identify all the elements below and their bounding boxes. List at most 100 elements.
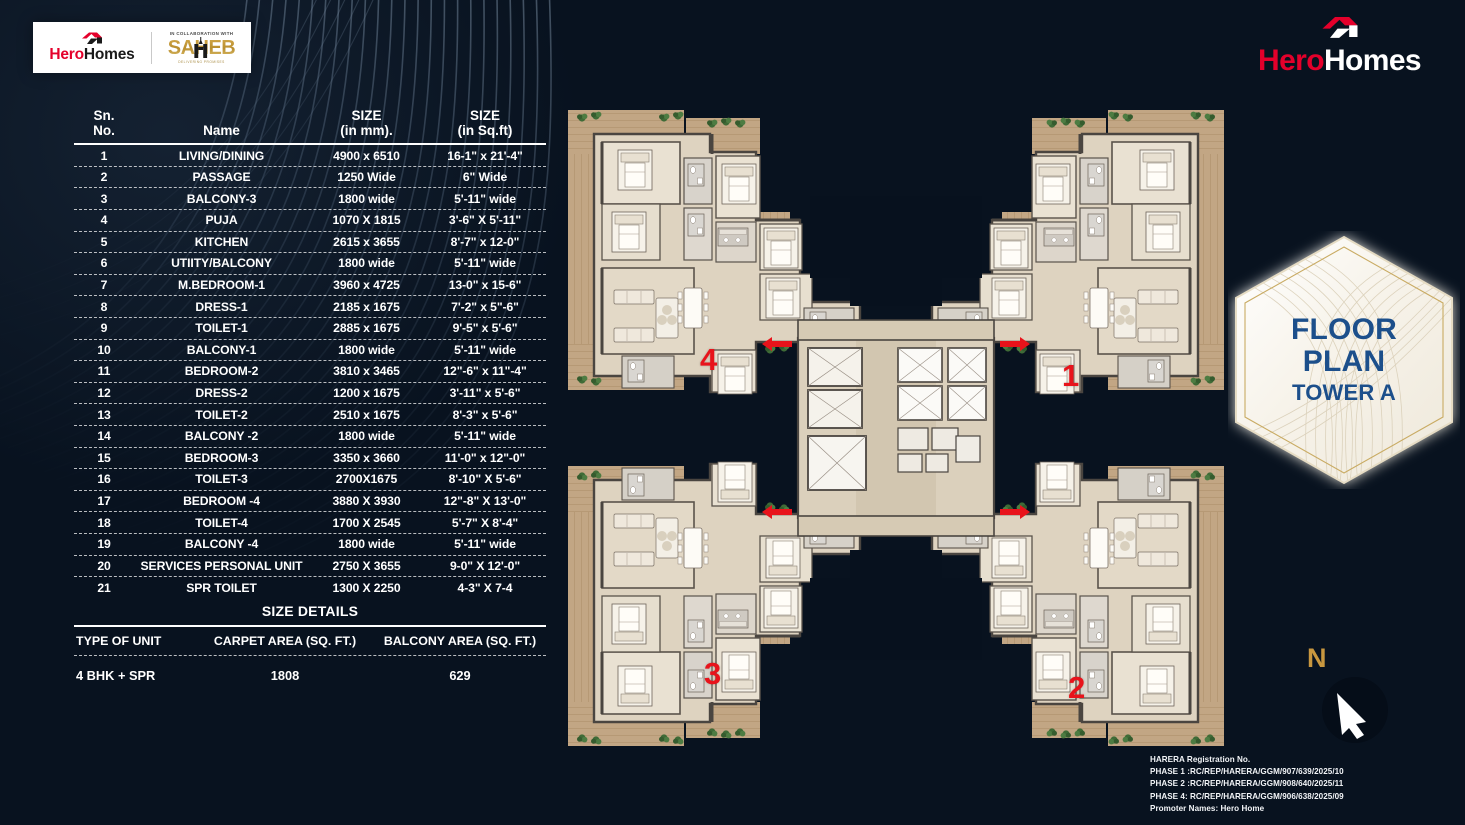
homes-word-large: Homes <box>1323 44 1422 77</box>
row-cell-size-sqft: 5'-11" wide <box>454 191 516 206</box>
row-cell-size-sqft: 5'-7" X 8'-4" <box>451 515 519 530</box>
row-cell-sn: 9 <box>100 321 108 336</box>
column-header-size-sqft: SIZE (in Sq.ft) <box>457 108 513 139</box>
saheb-building-icon <box>194 37 208 58</box>
row-cell-size-sqft: 5'-11" wide <box>454 342 516 357</box>
unit-label-3: 3 <box>704 656 722 691</box>
table-row: 17 BEDROOM -4 3880 X 3930 12"-8" X 13'-0" <box>74 491 546 513</box>
row-cell-size-sqft: 5'-11" wide <box>454 537 516 552</box>
unit-label-1: 1 <box>1062 358 1080 393</box>
row-cell-size-sqft: 12"-6" x 11"-4" <box>443 364 527 379</box>
size-details-divider <box>74 655 546 656</box>
row-cell-name: PUJA <box>205 213 238 228</box>
row-cell-sn: 14 <box>97 429 111 444</box>
hero-word-large: Hero <box>1258 44 1325 77</box>
row-cell-size-mm: 1300 X 2250 <box>332 580 401 595</box>
row-cell-name: DRESS-1 <box>195 299 248 314</box>
floor-plan-tower-badge: FLOOR PLAN TOWER A <box>1228 231 1460 489</box>
row-cell-size-mm: 2750 X 3655 <box>332 558 401 573</box>
row-cell-size-sqft: 5'-11" wide <box>454 429 516 444</box>
row-cell-size-mm: 3960 x 4725 <box>333 278 400 293</box>
unit-label-2: 2 <box>1068 670 1086 705</box>
row-cell-size-mm: 1250 Wide <box>337 170 396 185</box>
row-cell-size-mm: 1800 wide <box>338 256 395 271</box>
row-cell-sn: 3 <box>100 191 108 206</box>
row-cell-sn: 1 <box>100 148 108 163</box>
row-cell-name: BALCONY-1 <box>186 342 257 357</box>
harera-phase-1: PHASE 1 :RC/REP/HARERA/GGM/907/639/2025/… <box>1150 767 1344 777</box>
size-details-table: SIZE DETAILS TYPE OF UNIT CARPET AREA (S… <box>74 603 546 683</box>
row-cell-size-mm: 4900 x 6510 <box>333 148 400 163</box>
row-cell-name: BEDROOM -4 <box>183 494 260 509</box>
row-cell-sn: 13 <box>97 407 111 422</box>
badge-line-plan: PLAN <box>1302 345 1386 379</box>
row-cell-size-mm: 1700 X 2545 <box>332 515 401 530</box>
hero-homes-wordmark-large: HeroHomes <box>1242 44 1437 78</box>
table-header-rule <box>74 143 546 146</box>
table-row: 3 BALCONY-3 1800 wide 5'-11" wide <box>74 188 546 210</box>
row-cell-size-sqft: 8'-7" x 12-0" <box>450 234 520 249</box>
size-details-data-row: 4 BHK + SPR 1808 629 <box>74 656 546 683</box>
row-cell-name: M.BEDROOM-1 <box>178 278 265 293</box>
row-cell-size-mm: 2615 x 3655 <box>333 234 400 249</box>
hero-homes-brand-topright: HeroHomes <box>1242 14 1437 78</box>
hero-homes-saheb-logo-lockup: HeroHomes IN COLLABORATION WITH SAHEB DE… <box>33 22 251 73</box>
row-cell-size-mm: 1800 wide <box>338 191 395 206</box>
hex-badge-text: FLOOR PLAN TOWER A <box>1228 231 1460 489</box>
row-cell-sn: 7 <box>100 278 108 293</box>
row-cell-sn: 15 <box>97 450 111 465</box>
row-cell-size-sqft: 16-1" x 21'-4" <box>447 148 523 163</box>
homes-word: Homes <box>83 46 135 63</box>
row-cell-sn: 2 <box>100 170 108 185</box>
sd-value-carpet: 1808 <box>270 668 300 683</box>
sd-value-type: 4 BHK + SPR <box>76 668 156 683</box>
unit-label-4: 4 <box>700 342 718 377</box>
saheb-logo: IN COLLABORATION WITH SAHEB DELIVERING P… <box>152 31 251 64</box>
row-cell-sn: 12 <box>97 386 111 401</box>
row-cell-name: PASSAGE <box>192 170 251 185</box>
floor-plan-drawing[interactable]: 4 1 3 2 <box>560 92 1232 764</box>
row-cell-sn: 21 <box>97 580 111 595</box>
row-cell-name: BEDROOM-3 <box>184 450 259 465</box>
row-cell-size-mm: 1800 wide <box>338 342 395 357</box>
row-cell-size-sqft: 4-3" X 7-4 <box>457 580 513 595</box>
row-cell-size-mm: 2885 x 1675 <box>333 321 400 336</box>
row-cell-sn: 11 <box>97 364 111 379</box>
row-cell-sn: 17 <box>97 494 111 509</box>
hero-homes-wordmark: HeroHomes <box>49 46 134 64</box>
table-row: 7 M.BEDROOM-1 3960 x 4725 13-0" x 15-6" <box>74 275 546 297</box>
row-cell-sn: 16 <box>97 472 111 487</box>
harera-registration-block: HARERA Registration No. PHASE 1 :RC/REP/… <box>1150 754 1462 815</box>
row-cell-size-mm: 2510 x 1675 <box>333 407 400 422</box>
row-cell-size-sqft: 13-0" x 15-6" <box>448 278 522 293</box>
row-cell-sn: 10 <box>97 342 111 357</box>
saheb-tagline: DELIVERING PROMISES <box>178 60 225 64</box>
row-cell-name: UTIITY/BALCONY <box>171 256 272 271</box>
sd-value-balcony: 629 <box>449 668 471 683</box>
row-cell-name: BALCONY -4 <box>184 537 259 552</box>
row-cell-name: TOILET-2 <box>195 407 248 422</box>
row-cell-sn: 18 <box>97 515 111 530</box>
row-cell-name: BALCONY-3 <box>186 191 257 206</box>
badge-line-tower: TOWER A <box>1291 379 1397 405</box>
row-cell-size-mm: 1800 wide <box>338 537 395 552</box>
hex-badge-graphic <box>1235 235 1453 485</box>
row-cell-size-mm: 3880 X 3930 <box>332 494 401 509</box>
row-cell-size-sqft: 7'-2" x 5"-6" <box>451 299 519 314</box>
row-cell-size-sqft: 12"-8" X 13'-0" <box>443 494 527 509</box>
row-cell-size-mm: 1200 x 1675 <box>333 386 400 401</box>
row-cell-name: DRESS-2 <box>195 386 248 401</box>
row-cell-size-mm: 1070 X 1815 <box>332 213 401 228</box>
sd-column-header-carpet: CARPET AREA (SQ. FT.) <box>213 634 357 648</box>
room-schedule-table: Sn. No. Name SIZE (in mm). SIZE (in Sq.f… <box>74 108 546 599</box>
row-cell-sn: 4 <box>100 213 108 228</box>
